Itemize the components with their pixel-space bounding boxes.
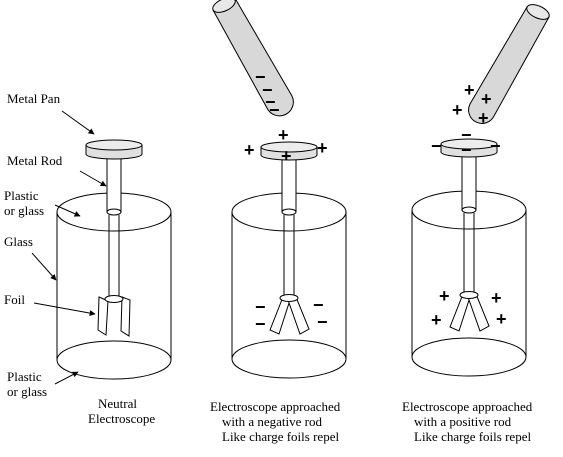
foil-ring bbox=[279, 294, 299, 302]
rod-hole bbox=[461, 206, 477, 214]
pan-minus-4: − bbox=[490, 136, 501, 156]
pan-minus-3: − bbox=[461, 140, 472, 160]
jar-bottom-ellipse bbox=[231, 339, 347, 379]
foil-left bbox=[269, 296, 291, 335]
neutral-electroscope bbox=[56, 139, 172, 380]
pan-minus-1: − bbox=[461, 125, 472, 145]
foil-plus-1: + bbox=[439, 286, 450, 306]
jar-bottom-ellipse bbox=[411, 337, 527, 377]
rod-minus-1: − bbox=[255, 67, 266, 87]
label-plastic-bottom-1: Plastic bbox=[7, 369, 42, 384]
foil-right bbox=[120, 296, 131, 337]
rod-minus-3: − bbox=[265, 92, 276, 112]
rod-minus-4: − bbox=[269, 100, 280, 120]
caption-negative-3: Like charge foils repel bbox=[222, 429, 339, 444]
arrow-plastic-top bbox=[54, 204, 81, 217]
pan-plus-3: + bbox=[281, 146, 292, 166]
rod-hole bbox=[106, 208, 122, 216]
label-metal-pan: Metal Pan bbox=[7, 91, 61, 106]
label-plastic-bottom-2: or glass bbox=[7, 384, 47, 399]
arrow-metal-pan bbox=[61, 110, 95, 135]
foil-plus-4: + bbox=[496, 309, 507, 329]
caption-neutral-2: Electroscope bbox=[88, 411, 155, 426]
metal-rod bbox=[461, 155, 477, 211]
label-foil: Foil bbox=[4, 292, 25, 307]
metal-rod bbox=[106, 156, 122, 213]
caption-negative-2: with a negative rod bbox=[222, 414, 322, 429]
foil-ring bbox=[104, 295, 124, 303]
rod-plus-4: + bbox=[478, 108, 489, 128]
foil-minus-2: − bbox=[255, 314, 266, 334]
foil-minus-3: − bbox=[313, 295, 324, 315]
rod-minus-2: − bbox=[262, 80, 273, 100]
metal-pan-top bbox=[440, 138, 498, 150]
foil-plus-2: + bbox=[431, 310, 442, 330]
caption-negative-1: Electroscope approached bbox=[210, 399, 341, 414]
positive-rod bbox=[468, 4, 550, 124]
foil-left bbox=[97, 296, 109, 336]
rod-plus-2: + bbox=[481, 89, 492, 109]
pan-plus-1: + bbox=[278, 125, 289, 145]
arrow-plastic-bottom bbox=[54, 371, 79, 385]
foil-right bbox=[467, 293, 490, 332]
caption-positive-3: Like charge foils repel bbox=[414, 429, 531, 444]
label-plastic-top-2: or glass bbox=[4, 203, 44, 218]
rod-plus-3: + bbox=[452, 100, 463, 120]
metal-pan-top bbox=[260, 141, 318, 153]
arrow-foil bbox=[33, 302, 96, 316]
foil-minus-4: − bbox=[317, 312, 328, 332]
pan-minus-2: − bbox=[431, 136, 442, 156]
foil-right bbox=[287, 296, 310, 335]
caption-positive-2: with a positive rod bbox=[414, 414, 512, 429]
caption-neutral-1: Neutral bbox=[98, 396, 137, 411]
pan-plus-4: + bbox=[317, 138, 328, 158]
jar-bottom-ellipse bbox=[56, 340, 172, 380]
foil-plus-3: + bbox=[491, 288, 502, 308]
arrow-glass bbox=[31, 252, 57, 281]
foil-ring bbox=[459, 291, 479, 299]
pan-plus-2: + bbox=[244, 140, 255, 160]
label-metal-rod: Metal Rod bbox=[7, 153, 63, 168]
foil-left bbox=[449, 293, 471, 332]
label-plastic-top-1: Plastic bbox=[4, 188, 39, 203]
rod-hole bbox=[281, 208, 297, 216]
metal-pan-top bbox=[85, 139, 143, 151]
negative-rod bbox=[212, 0, 294, 117]
foil-minus-1: − bbox=[255, 297, 266, 317]
label-glass: Glass bbox=[4, 234, 33, 249]
positive-rod-electroscope: + + + + bbox=[411, 4, 550, 377]
negative-rod-electroscope: − − − − bbox=[212, 0, 347, 379]
arrow-metal-rod bbox=[79, 170, 107, 187]
rod-plus-1: + bbox=[464, 80, 475, 100]
caption-positive-1: Electroscope approached bbox=[402, 399, 533, 414]
